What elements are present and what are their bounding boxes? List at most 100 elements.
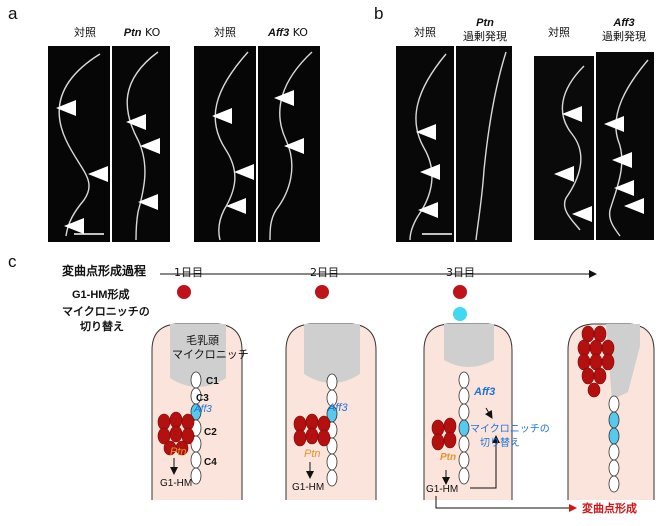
arrowhead-b3-3 bbox=[572, 206, 592, 222]
cell bbox=[190, 451, 202, 469]
cell bbox=[608, 443, 620, 461]
micrograph-b2 bbox=[456, 46, 512, 242]
micrograph-a2 bbox=[112, 46, 170, 242]
cell bbox=[190, 371, 202, 389]
arrowhead-b4-3 bbox=[614, 180, 634, 196]
g1hm-dot-day1 bbox=[177, 285, 191, 299]
micrograph-a1 bbox=[48, 46, 110, 242]
switch-arrow bbox=[484, 407, 493, 419]
cell bbox=[608, 475, 620, 493]
panel-b-letter: b bbox=[374, 4, 384, 23]
hair-shaft-a2 bbox=[126, 51, 159, 241]
ptn-label-2: Ptn bbox=[304, 448, 321, 460]
cell bbox=[458, 387, 470, 405]
cell bbox=[190, 467, 202, 485]
arrowhead-b4-2 bbox=[612, 152, 632, 168]
panel-a-label-control-2: 対照 bbox=[214, 26, 236, 39]
arrowhead-a4-1 bbox=[274, 90, 294, 106]
g1hm-to-aff3-arrow bbox=[470, 435, 500, 489]
cell bbox=[458, 451, 470, 469]
arrowhead-a3-2 bbox=[234, 164, 254, 180]
arrowhead-b3-1 bbox=[562, 106, 582, 122]
cell bbox=[608, 427, 620, 445]
g1hm-dot-day2 bbox=[315, 285, 329, 299]
dermal-papilla-2 bbox=[304, 324, 360, 383]
cell bbox=[608, 459, 620, 477]
arrowhead-b1-2 bbox=[420, 164, 440, 180]
cell-label-c2: C2 bbox=[204, 427, 217, 438]
inflection-label: 変曲点形成 bbox=[582, 502, 637, 515]
aff3-label-3: Aff3 bbox=[474, 386, 496, 398]
arrowhead-a1-3 bbox=[64, 218, 84, 234]
dermal-papilla-1 bbox=[170, 324, 226, 387]
panel-a-letter: a bbox=[8, 4, 18, 23]
day-label-1: 1日目 bbox=[174, 266, 203, 279]
cell bbox=[458, 467, 470, 485]
cell-label-c3: C3 bbox=[196, 393, 209, 404]
cell bbox=[458, 435, 470, 453]
hair-shaft-b4 bbox=[608, 59, 649, 237]
panel-a-label-ptn-ko: Ptn KO bbox=[123, 26, 161, 39]
g1hm-label-2: G1-HM bbox=[292, 482, 325, 493]
cell bbox=[458, 419, 470, 437]
cell-label-c4: C4 bbox=[204, 457, 217, 468]
dermal-papilla-3 bbox=[444, 324, 494, 367]
ptn-cluster-4 bbox=[577, 325, 615, 398]
arrowhead-a4-2 bbox=[284, 138, 304, 154]
micrograph-b4 bbox=[596, 52, 654, 240]
switch-label-2: 切り替え bbox=[480, 438, 520, 449]
arrowhead-b4-1 bbox=[604, 116, 624, 132]
arrowhead-a2-2 bbox=[140, 138, 160, 154]
row-label-switch-1: マイクロニッチの bbox=[62, 305, 150, 318]
cell bbox=[608, 411, 620, 429]
switch-label-1: マイクロニッチの bbox=[470, 424, 550, 435]
arrowhead-b4-4 bbox=[624, 198, 644, 214]
panel-a-label-control-1: 対照 bbox=[74, 26, 96, 39]
hair-shaft-b2 bbox=[475, 51, 507, 241]
g1hm-label-3: G1-HM bbox=[426, 484, 459, 495]
cell bbox=[608, 395, 620, 413]
panel-a-label-aff3-ko: Aff3 KO bbox=[268, 26, 308, 39]
arrowhead-b1-3 bbox=[418, 202, 438, 218]
ptn-cluster-2 bbox=[293, 413, 331, 447]
papilla-label-1: 毛乳頭 bbox=[186, 334, 219, 347]
cell bbox=[458, 403, 470, 421]
arrowhead-a3-3 bbox=[226, 198, 246, 214]
row-label-switch-2: 切り替え bbox=[80, 320, 124, 333]
g1hm-label-1: G1-HM bbox=[160, 478, 193, 489]
arrowhead-a2-3 bbox=[138, 194, 158, 210]
arrowhead-b1-1 bbox=[416, 124, 436, 140]
row-label-g1hm: G1-HM形成 bbox=[72, 289, 130, 301]
arrowhead-a2-1 bbox=[126, 114, 146, 130]
panel-b-label-control-1: 対照 bbox=[414, 26, 436, 39]
day-label-2: 2日目 bbox=[310, 266, 339, 279]
cell bbox=[326, 469, 338, 487]
hair-shaft-a3 bbox=[214, 51, 249, 241]
panel-c-letter: c bbox=[8, 252, 17, 271]
papilla-label-2: マイクロニッチ bbox=[172, 348, 249, 361]
day-label-3: 3日目 bbox=[446, 266, 475, 279]
aff3-label-2: Aff3 bbox=[328, 402, 348, 414]
dermal-papilla-4 bbox=[606, 324, 640, 400]
ptn-label-1: Ptn bbox=[170, 446, 187, 458]
panel-b-label-control-2: 対照 bbox=[548, 26, 570, 39]
g1hm-dot-day3 bbox=[453, 285, 467, 299]
switch-dot-day3 bbox=[453, 307, 467, 321]
aff3-label-1: Aff3 bbox=[194, 404, 212, 415]
arrowhead-a1-1 bbox=[56, 100, 76, 116]
arrowhead-a1-2 bbox=[88, 166, 108, 182]
hair-shaft-b3 bbox=[561, 65, 585, 231]
arrowhead-b3-2 bbox=[554, 166, 574, 182]
hair-shaft-a1 bbox=[58, 53, 101, 237]
inflection-arrow bbox=[435, 496, 577, 512]
cell bbox=[326, 453, 338, 471]
row-label-process: 変曲点形成過程 bbox=[62, 264, 147, 278]
arrowhead-a3-1 bbox=[212, 108, 232, 124]
cell-label-c1: C1 bbox=[206, 376, 219, 387]
ptn-label-3: Ptn bbox=[440, 452, 457, 463]
hair-shaft-a4 bbox=[269, 51, 313, 241]
